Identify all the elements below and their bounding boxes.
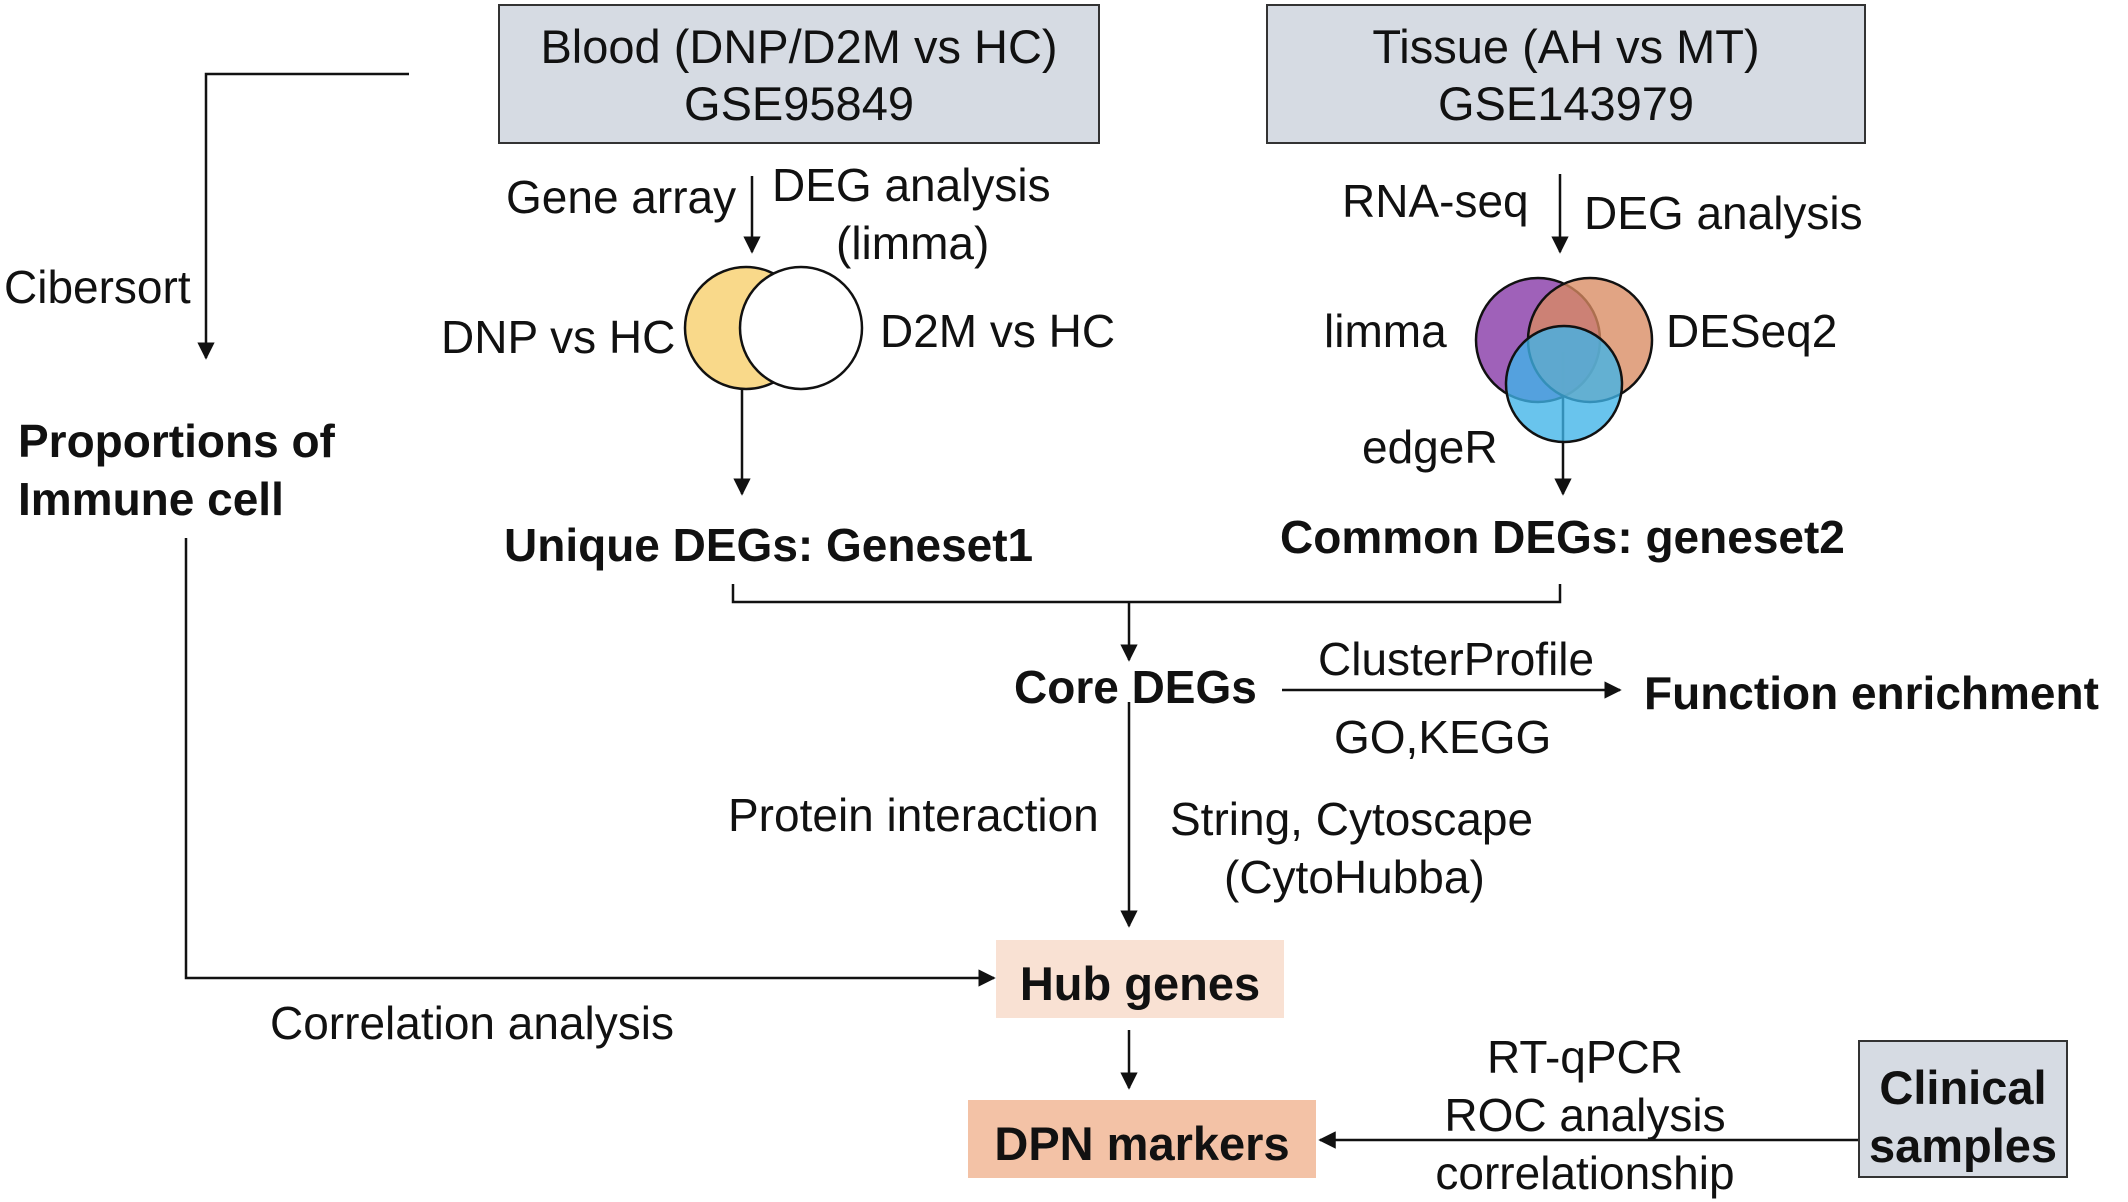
- clinical-samples-box: Clinical samples: [1858, 1040, 2068, 1178]
- venn-limma-label: limma: [1324, 305, 1447, 357]
- venn-edger-label: edgeR: [1362, 421, 1498, 473]
- correlation-analysis-label: Correlation analysis: [270, 997, 674, 1049]
- protein-interaction-label: Protein interaction: [728, 789, 1099, 841]
- geneset2-label: Common DEGs: geneset2: [1280, 511, 1845, 563]
- hub-genes-label: Hub genes: [1019, 957, 1261, 1010]
- samples-label: samples: [1868, 1119, 2058, 1172]
- dpn-markers-label: DPN markers: [994, 1117, 1290, 1170]
- venn-d2m-circle: [738, 265, 864, 391]
- blood-dataset-title: Blood (DNP/D2M vs HC): [540, 20, 1058, 73]
- blood-deg-analysis-label: DEG analysis: [772, 159, 1051, 211]
- cibersort-connector: [197, 72, 409, 360]
- blood-dataset-id: GSE95849: [684, 77, 914, 130]
- venn-d2m-label: D2M vs HC: [880, 305, 1116, 357]
- rt-qpcr-label: RT-qPCR: [1487, 1031, 1683, 1083]
- clinical-label: Clinical: [1879, 1061, 2047, 1114]
- function-enrichment-label: Function enrichment: [1644, 667, 2099, 719]
- clusterprofile-label: ClusterProfile: [1318, 633, 1595, 685]
- hub-genes-box: Hub genes: [996, 940, 1284, 1018]
- immune-cell-title: Immune cell: [18, 473, 284, 525]
- immune-proportions-title: Proportions of: [18, 415, 335, 467]
- gene-array-label: Gene array: [506, 171, 737, 223]
- tissue-dataset-box: Tissue (AH vs MT) GSE143979: [1266, 4, 1866, 144]
- string-cytoscape-label: String, Cytoscape: [1170, 793, 1534, 845]
- venn-dnp-label: DNP vs HC: [441, 311, 676, 363]
- blood-dataset-box: Blood (DNP/D2M vs HC) GSE95849: [498, 4, 1100, 144]
- cytohubba-label: (CytoHubba): [1224, 851, 1485, 903]
- tissue-dataset-id: GSE143979: [1437, 77, 1695, 130]
- venn-deseq2-label: DESeq2: [1666, 305, 1838, 357]
- rna-seq-label: RNA-seq: [1342, 175, 1529, 227]
- correlationship-label: correlationship: [1435, 1147, 1735, 1199]
- tissue-dataset-title: Tissue (AH vs MT): [1372, 20, 1760, 73]
- dpn-markers-box: DPN markers: [968, 1100, 1316, 1178]
- core-degs-label: Core DEGs: [1014, 661, 1257, 713]
- venn-edger-circle: [1504, 324, 1624, 444]
- blood-limma-label: (limma): [836, 217, 990, 269]
- go-kegg-label: GO,KEGG: [1334, 711, 1552, 763]
- cibersort-label: Cibersort: [4, 261, 191, 313]
- roc-analysis-label: ROC analysis: [1444, 1089, 1726, 1141]
- tissue-deg-analysis-label: DEG analysis: [1584, 187, 1863, 239]
- merge-bracket: [731, 584, 1562, 604]
- geneset1-label: Unique DEGs: Geneset1: [504, 519, 1034, 571]
- correlation-connector: [184, 538, 996, 987]
